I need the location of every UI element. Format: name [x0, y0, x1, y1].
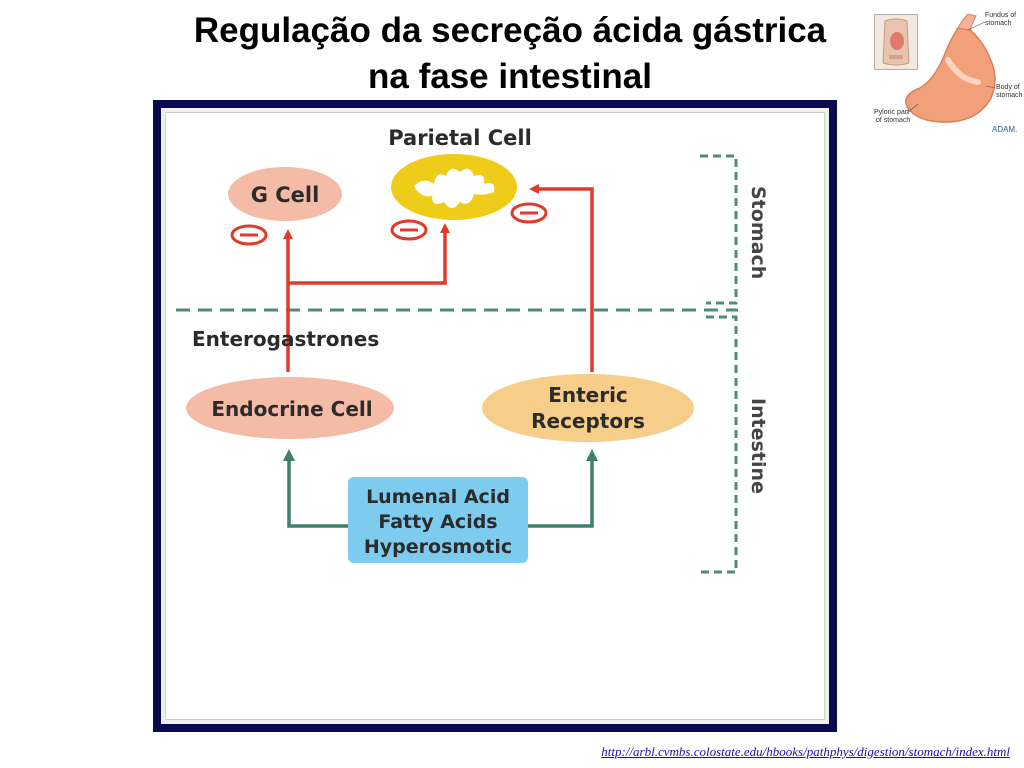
- stomach-highlight: [945, 57, 981, 85]
- stomach-bracket: [700, 154, 738, 305]
- label-pyloric-2: of stomach: [876, 117, 910, 124]
- label-intestine: Intestine: [747, 398, 769, 494]
- torso-icon: [875, 15, 917, 69]
- endocrine-cell-node: [186, 377, 394, 439]
- lumen-line-fatty: Fatty Acids: [378, 511, 497, 533]
- arrow-lumen-to-enteric: [528, 449, 598, 528]
- parietal-cell-node: [391, 154, 517, 220]
- inhibit-sign-parietal-right: [510, 202, 548, 224]
- intestine-bracket: [700, 315, 738, 574]
- title-line-1: Regulação da secreção ácida gástrica: [193, 11, 827, 50]
- title-line-2: na fase intestinal: [368, 57, 652, 96]
- label-fundus-2: stomach: [985, 20, 1012, 27]
- label-body-1: Body of: [996, 84, 1020, 91]
- endocrine-cell-label: Endocrine Cell: [211, 397, 372, 421]
- stomach-illustration: Fundus of stomach Body of stomach Pylori…: [874, 12, 1023, 134]
- g-cell-label: G Cell: [251, 183, 320, 207]
- inhibit-sign-parietal-left: [390, 219, 428, 241]
- lumen-line-acid: Lumenal Acid: [366, 486, 510, 508]
- inhibit-sign-g-cell: [230, 224, 268, 246]
- body-thumbnail-image: [874, 14, 918, 70]
- parietal-cell-label: Parietal Cell: [388, 126, 532, 150]
- label-pyloric-1: Pyloric part: [874, 109, 909, 116]
- label-stomach: Stomach: [747, 186, 769, 279]
- source-link[interactable]: http://arbl.cvmbs.colostate.edu/hbooks/p…: [601, 744, 1010, 759]
- enteric-receptors-label-1: Enteric: [548, 383, 628, 407]
- label-body-2: stomach: [996, 92, 1023, 99]
- g-cell-node: [228, 167, 342, 221]
- enteric-receptors-label-2: Receptors: [531, 409, 645, 433]
- arrow-enterogastrone-to-parietal: [288, 223, 450, 285]
- slide-title: Regulação da secreção ácida gástrica na …: [120, 8, 900, 100]
- lumen-stimuli-box: [348, 477, 528, 563]
- label-fundus-1: Fundus of: [985, 12, 1016, 19]
- esophagus-shape: [957, 13, 977, 31]
- parietal-canaliculi: [414, 168, 495, 208]
- stomach-shape: [905, 27, 996, 123]
- enteric-receptors-node: [482, 374, 694, 442]
- lumen-line-hyper: Hyperosmotic: [364, 536, 512, 558]
- arrow-lumen-to-endocrine: [283, 449, 350, 528]
- arrow-enteric-to-parietal: [529, 184, 594, 372]
- adam-logo: ADAM.: [992, 125, 1017, 134]
- enterogastrones-label: Enterogastrones: [192, 327, 379, 351]
